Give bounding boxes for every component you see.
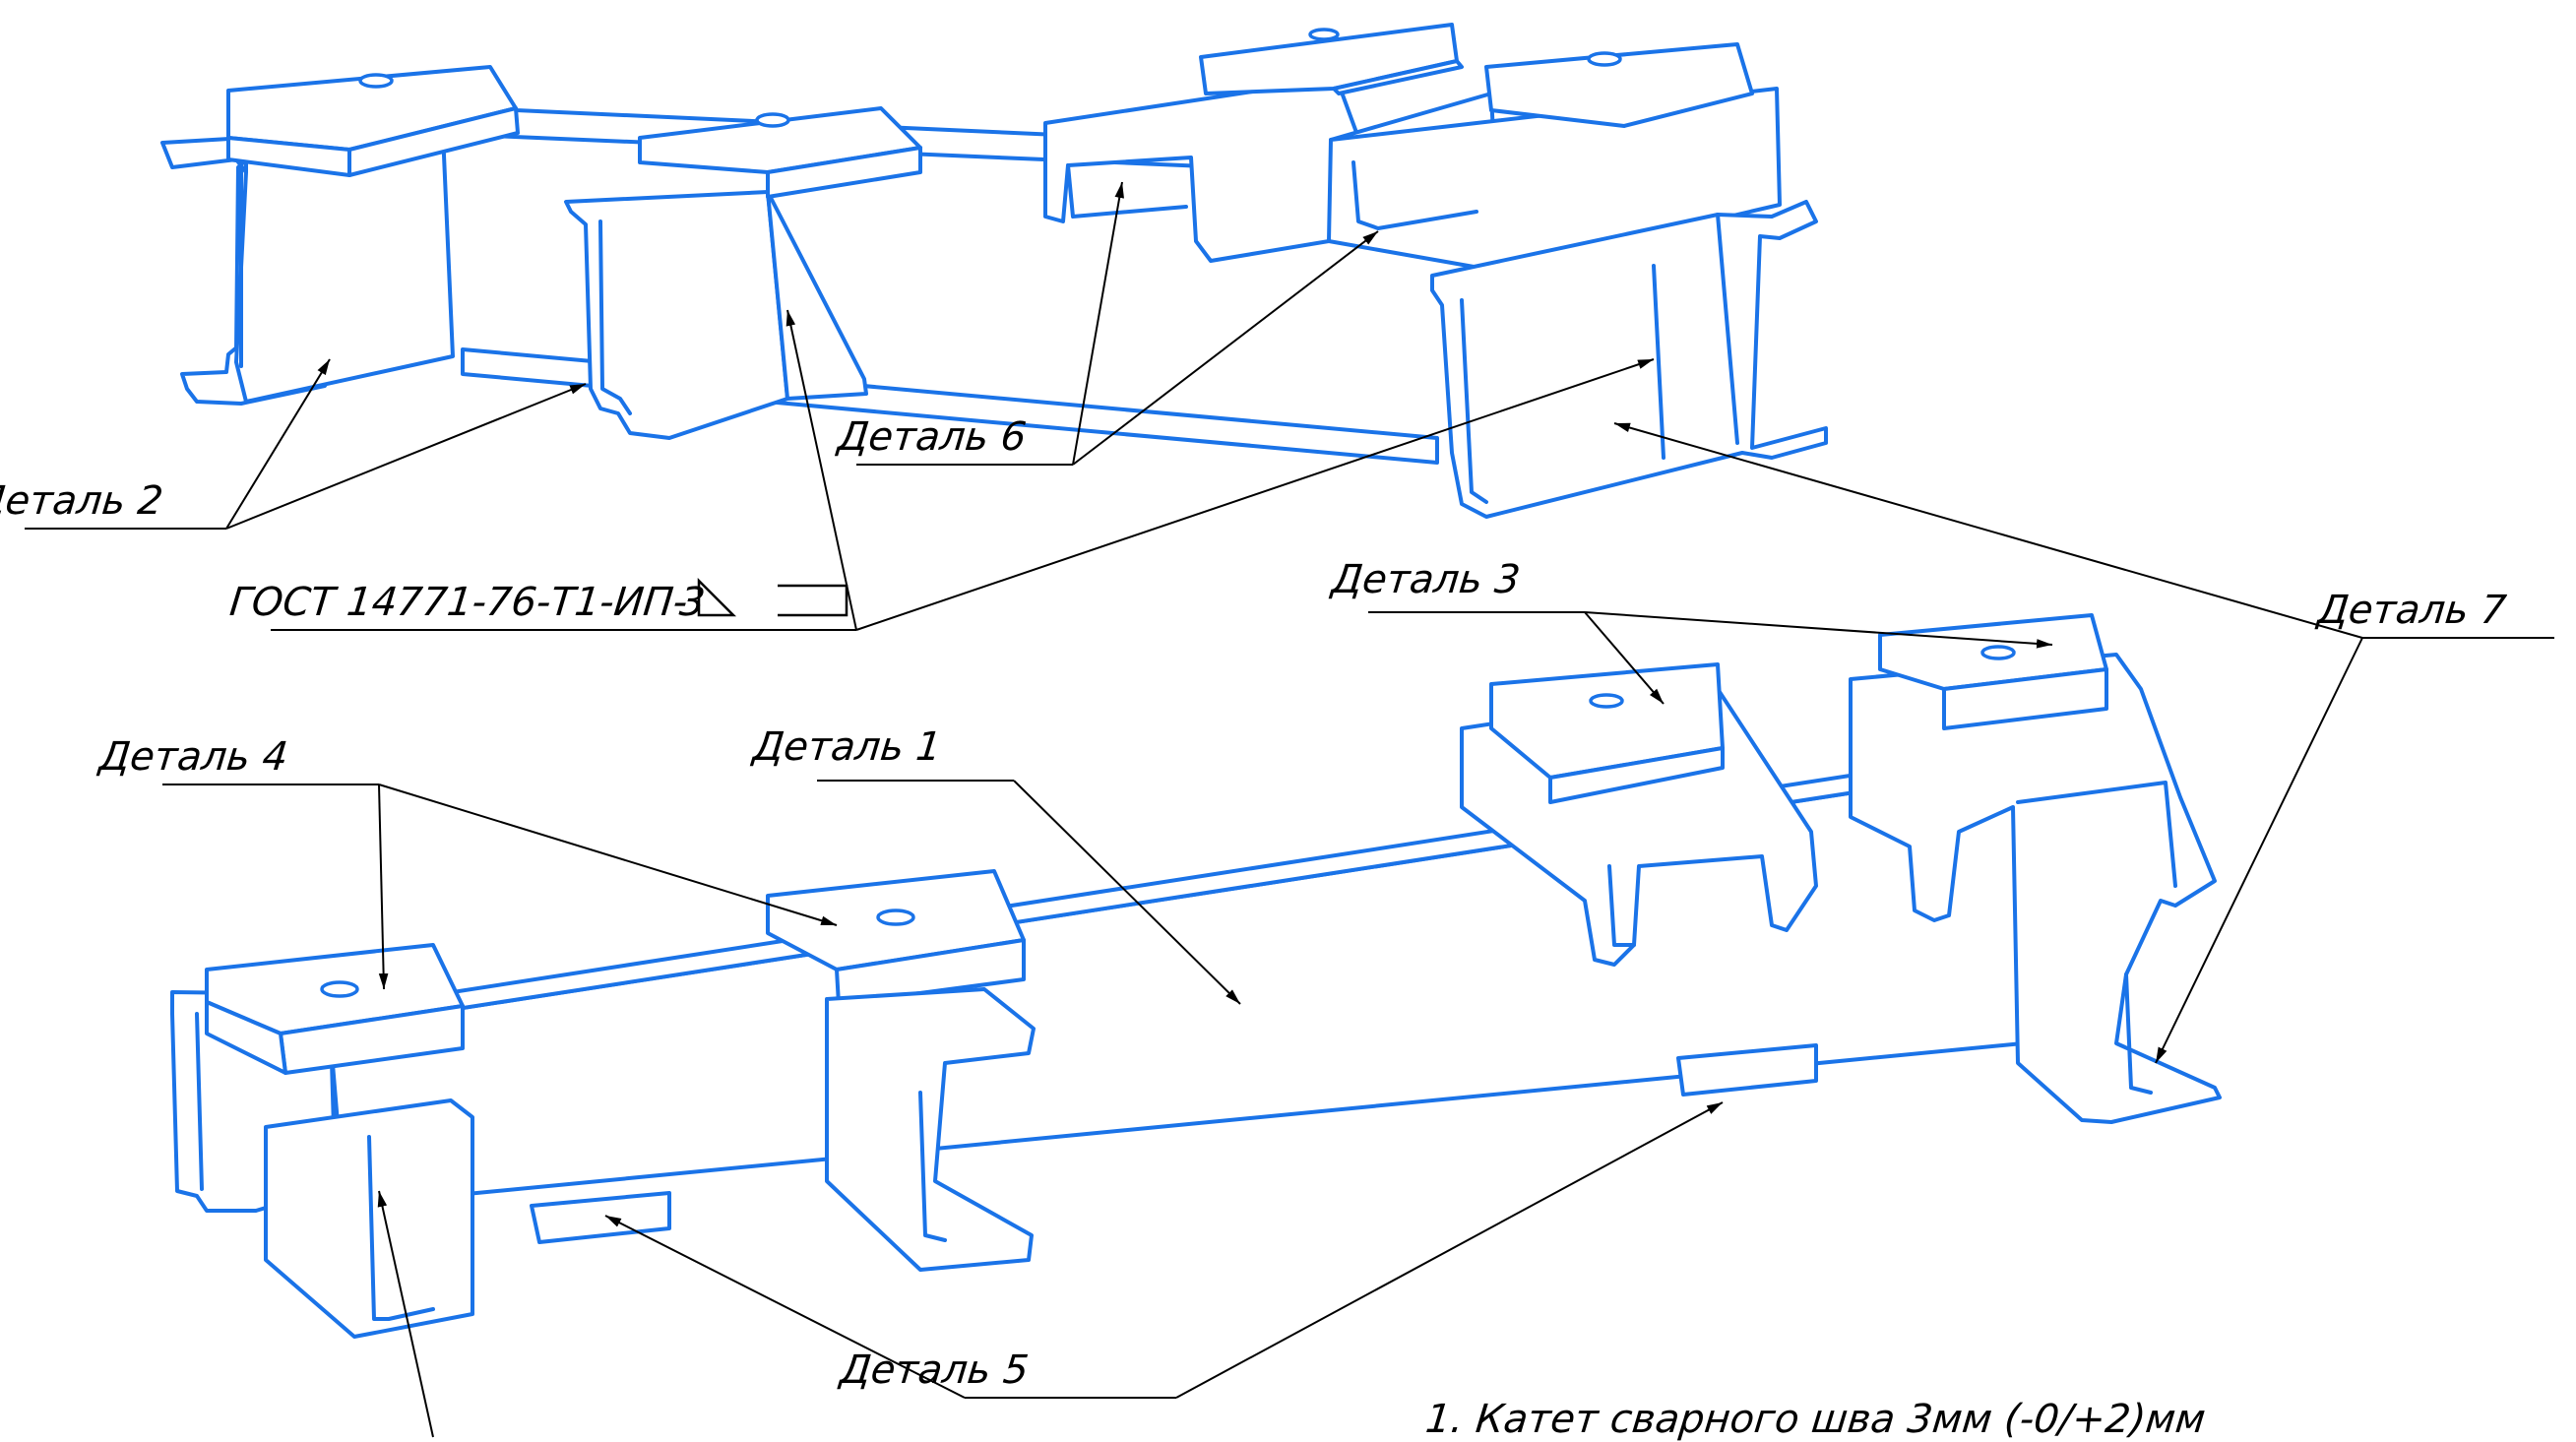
footnote: 1. Катет сварного шва 3мм (-0/+2)мм (1423, 1397, 2208, 1442)
label-detail-2: Деталь 2 (0, 478, 165, 524)
label-detail-3: Деталь 3 (1328, 557, 1523, 602)
label-detail-1: Деталь 1 (749, 724, 944, 770)
label-detail-5: Деталь 5 (836, 1348, 1031, 1393)
bottom-assembly-view (170, 613, 2222, 1339)
labels: Деталь 2 Деталь 6 Деталь 3 Деталь 7 Дета… (0, 414, 2509, 1442)
bottom-box-third (1460, 662, 1818, 967)
top-post-right (1430, 42, 1828, 519)
bottom-post-left (170, 943, 474, 1339)
label-detail-4: Деталь 4 (95, 734, 290, 780)
weld-note: ГОСТ 14771-76-Т1-ИП- (227, 580, 689, 625)
weld-around-symbol (778, 584, 848, 617)
top-post-second (564, 106, 922, 440)
top-post-left (160, 65, 520, 406)
bottom-post-right (1849, 613, 2222, 1124)
label-detail-7: Деталь 7 (2313, 588, 2508, 633)
fillet-weld-symbol (697, 577, 737, 617)
weld-leg-size: 3 (677, 580, 707, 625)
top-assembly-view (160, 23, 1828, 519)
bottom-post-second (766, 869, 1036, 1272)
leader-lines (25, 181, 2554, 1438)
label-detail-6: Деталь 6 (834, 414, 1029, 460)
